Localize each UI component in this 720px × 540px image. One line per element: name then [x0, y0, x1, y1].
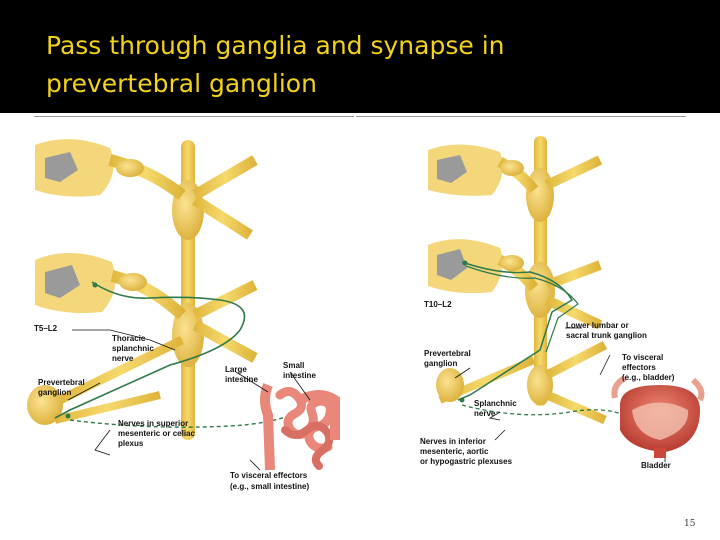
right-segment-label: T10–L2 — [424, 300, 452, 309]
thoracic-label-1: Thoracic — [112, 334, 146, 343]
nerves-inferior-label-3: or hypogastric plexuses — [420, 457, 513, 466]
splanchnic-label-1: Splanchnic — [474, 399, 517, 408]
left-prevertebral-label-1: Prevertebral — [38, 378, 85, 387]
left-diagram: T5–L2 Thoracic splanchnic nerve Preverte… — [27, 139, 335, 491]
right-chain-ganglion-upper — [526, 168, 554, 222]
nerves-superior-label-1: Nerves in superior — [118, 419, 188, 428]
lower-lumbar-label-2: sacral trunk ganglion — [566, 331, 647, 340]
bladder-label: Bladder — [641, 461, 671, 470]
left-prevertebral-label-2: ganglion — [38, 388, 71, 397]
right-effectors-label-3: (e.g., bladder) — [622, 373, 675, 382]
right-effectors-label-1: To visceral — [622, 353, 663, 362]
small-intestine-label-2: intestine — [283, 371, 316, 380]
nerves-inferior-label-1: Nerves in inferior — [420, 437, 486, 446]
page-number: 15 — [684, 519, 695, 529]
left-segment-label: T5–L2 — [34, 324, 58, 333]
left-spinal-cord-upper — [35, 139, 255, 235]
right-effectors-label-2: effectors — [622, 363, 656, 372]
right-prevertebral-ganglion — [436, 368, 464, 402]
left-effectors-label-2: (e.g., small intestine) — [230, 482, 309, 491]
right-spinal-cord-lower — [428, 239, 600, 325]
small-intestine-illustration — [265, 385, 335, 470]
large-intestine-label-2: intestine — [225, 375, 258, 384]
right-spinal-cord-upper — [428, 144, 600, 195]
small-intestine-label-1: Small — [283, 361, 304, 370]
lower-lumbar-label-1: Lower lumbar or — [566, 321, 629, 330]
right-prevertebral-label-1: Prevertebral — [424, 349, 471, 358]
nerves-superior-label-2: mesenteric or celiac — [118, 429, 195, 438]
nerves-superior-label-3: plexus — [118, 439, 144, 448]
nerves-inferior-label-2: mesenteric, aortic — [420, 447, 489, 456]
right-prevertebral-label-2: ganglion — [424, 359, 457, 368]
thoracic-label-2: splanchnic — [112, 344, 154, 353]
thoracic-label-3: nerve — [112, 354, 134, 363]
right-diagram: T10–L2 Lower lumbar or sacral trunk gang… — [420, 136, 701, 470]
bladder-illustration — [614, 378, 701, 458]
splanchnic-label-2: nerve — [474, 409, 496, 418]
left-effectors-label-1: To visceral effectors — [230, 471, 308, 480]
large-intestine-label-1: Large — [225, 365, 247, 374]
